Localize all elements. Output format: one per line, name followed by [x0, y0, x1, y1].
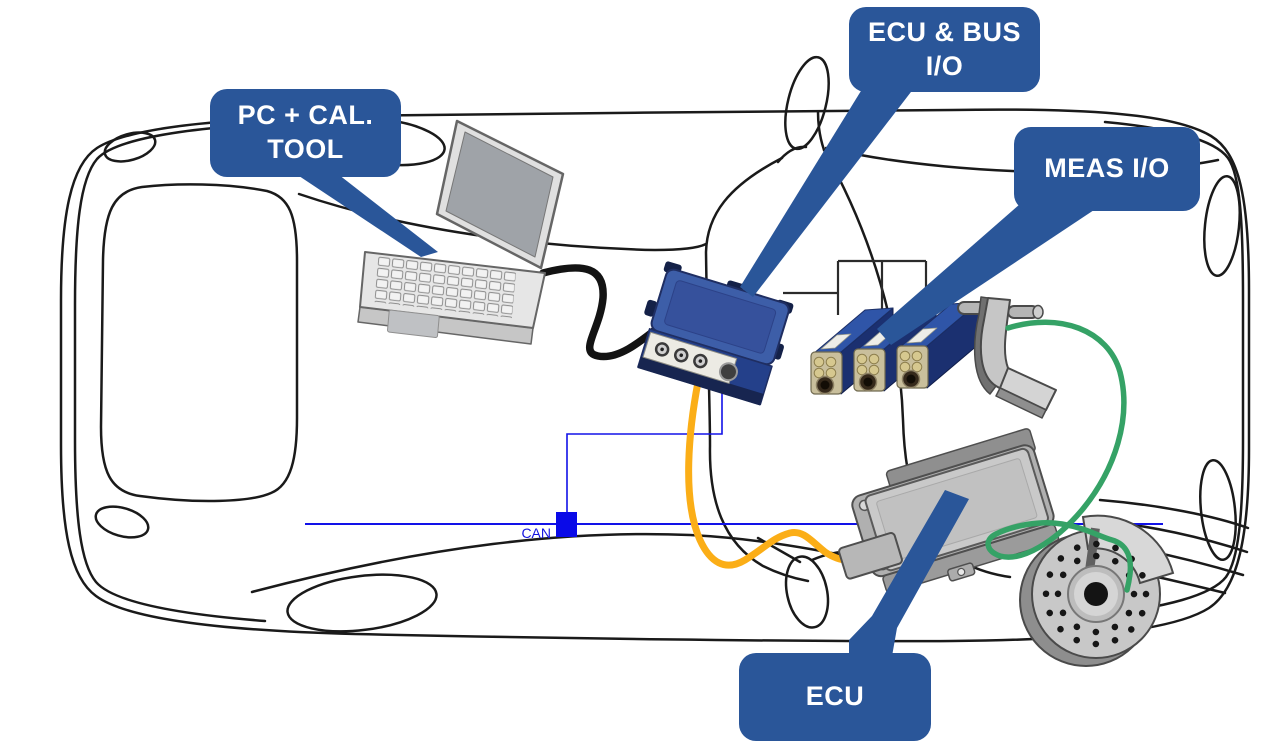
- ecu-bus-io-callout-tail: [740, 86, 914, 297]
- device-knob: [718, 362, 738, 382]
- callout-tails: [287, 86, 1094, 662]
- laptop-illustration: [357, 119, 565, 345]
- callout-pc-cal-tool-label: PC + CAL. TOOL: [237, 100, 374, 164]
- black-ethernet-cable: [539, 264, 664, 361]
- pedal-sensor-illustration: [957, 296, 1057, 419]
- can-node-square: [556, 512, 577, 537]
- callout-ecu-bus-io: ECU & BUS I/O: [849, 7, 1040, 92]
- callout-ecu-bus-io-label: ECU & BUS I/O: [867, 16, 1021, 81]
- ecu-callout-tail: [849, 490, 969, 662]
- callout-pc-cal-tool: PC + CAL. TOOL: [210, 89, 401, 177]
- callout-ecu-label: ECU: [805, 681, 865, 712]
- laptop-keyboard: [373, 256, 516, 319]
- callout-ecu: ECU: [739, 653, 931, 741]
- callout-meas-io: MEAS I/O: [1014, 127, 1200, 211]
- callout-meas-io-label: MEAS I/O: [1044, 153, 1170, 184]
- green-sensor-cable: [985, 319, 1134, 593]
- can-bus-label: CAN: [521, 525, 551, 541]
- ecu-bus-interface-device-illustration: [637, 261, 794, 406]
- meas-io-callout-tail: [877, 204, 1094, 345]
- pc-cal-tool-callout-tail: [287, 168, 438, 257]
- ecu-connector-block: [838, 531, 903, 580]
- laptop-touchpad: [387, 309, 440, 339]
- laptop-screen: [445, 131, 554, 258]
